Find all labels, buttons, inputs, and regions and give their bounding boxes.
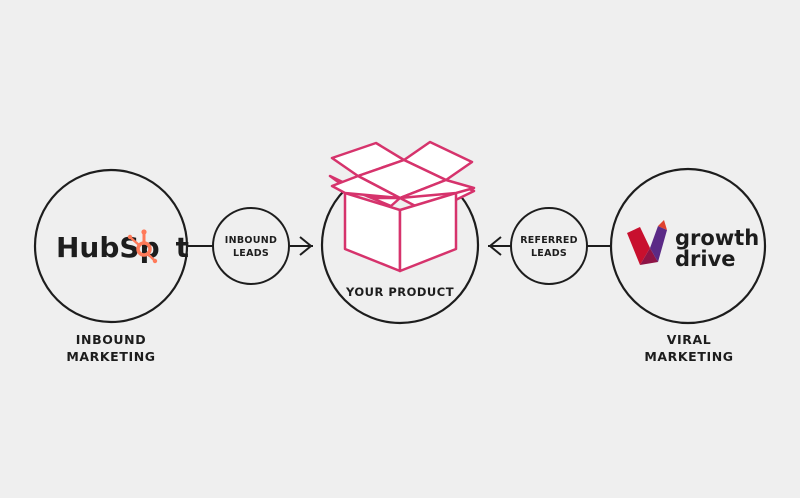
- growthdrive-caption: VIRAL MARKETING: [636, 331, 742, 365]
- referred-leads-circle: [510, 207, 588, 285]
- growthdrive-logo-line1: growth: [675, 226, 759, 250]
- growthdrive-caption-line1: VIRAL: [666, 332, 712, 347]
- inbound-leads-circle: [212, 207, 290, 285]
- hubspot-sprocket-icon: [127, 229, 158, 264]
- referred-leads-line2: LEADS: [531, 248, 567, 259]
- open-box-icon: [328, 140, 476, 273]
- referred-leads-line1: REFERRED: [520, 235, 577, 246]
- hubspot-caption: INBOUND MARKETING: [58, 331, 164, 365]
- referred-leads-node: REFERRED LEADS: [510, 207, 588, 285]
- growthdrive-circle: [609, 167, 767, 325]
- arrow-head-left: [488, 236, 502, 256]
- inbound-leads-line1: INBOUND: [225, 235, 277, 246]
- hubspot-logo-text-a: HubSp: [56, 231, 160, 264]
- growthdrive-caption-line2: MARKETING: [644, 349, 734, 364]
- inbound-leads-line2: LEADS: [233, 248, 269, 259]
- product-label: YOUR PRODUCT: [345, 285, 454, 299]
- product-node: YOUR PRODUCT: [320, 140, 480, 325]
- growthdrive-logo-line2: drive: [675, 247, 736, 271]
- growthdrive-logo-mark-icon: [627, 220, 667, 265]
- hubspot-caption-line1: INBOUND: [75, 332, 147, 347]
- arrow-head-right: [299, 236, 313, 256]
- growthdrive-node: growth drive: [609, 167, 767, 325]
- inbound-leads-node: INBOUND LEADS: [212, 207, 290, 285]
- hubspot-caption-line2: MARKETING: [66, 349, 156, 364]
- hubspot-logo-text-b: t: [176, 231, 189, 264]
- hubspot-circle: [33, 168, 189, 324]
